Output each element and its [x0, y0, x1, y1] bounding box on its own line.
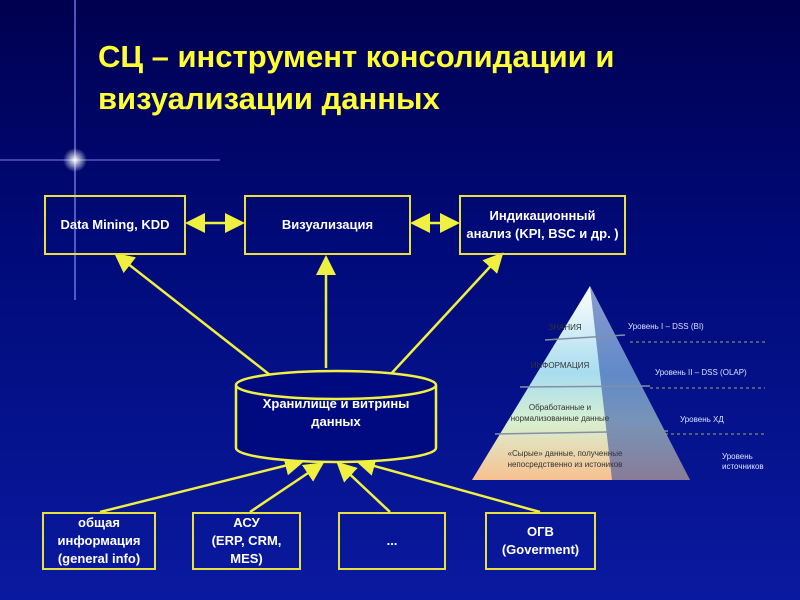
pyramid-level-information: ИНФОРМАЦИЯ: [530, 361, 590, 370]
storage-label: Хранилище и витрины данных: [262, 396, 410, 429]
pyramid: [472, 286, 765, 480]
storage-cylinder: [234, 369, 438, 464]
pyramid-level-raw: «Сырые» данные, полученные непосредствен…: [507, 449, 623, 469]
visualization-box: Визуализация: [244, 195, 411, 255]
ogv-box: ОГВ (Goverment): [485, 512, 596, 570]
other-box: ...: [338, 512, 446, 570]
data-mining-box: Data Mining, KDD: [44, 195, 186, 255]
pyramid-level-knowledge: ЗНАНИЯ: [548, 323, 582, 332]
asu-box: АСУ (ERP, CRM, MES): [192, 512, 301, 570]
level-label-1: Уровень I – DSS (BI): [628, 322, 704, 331]
page-title: СЦ – инструмент консолидации и визуализа…: [98, 39, 615, 116]
level-label-4: Уровень источников: [722, 452, 764, 471]
level-label-3: Уровень ХД: [680, 415, 724, 424]
indicator-analysis-box: Индикационный анализ (KPI, BSC и др. ): [459, 195, 626, 255]
level-label-2: Уровень II – DSS (OLAP): [655, 368, 747, 377]
pyramid-level-processed: Обработанные и нормализованные данные: [510, 403, 610, 423]
star-flare-icon: [0, 0, 220, 300]
general-info-box: общая информация (general info): [42, 512, 156, 570]
